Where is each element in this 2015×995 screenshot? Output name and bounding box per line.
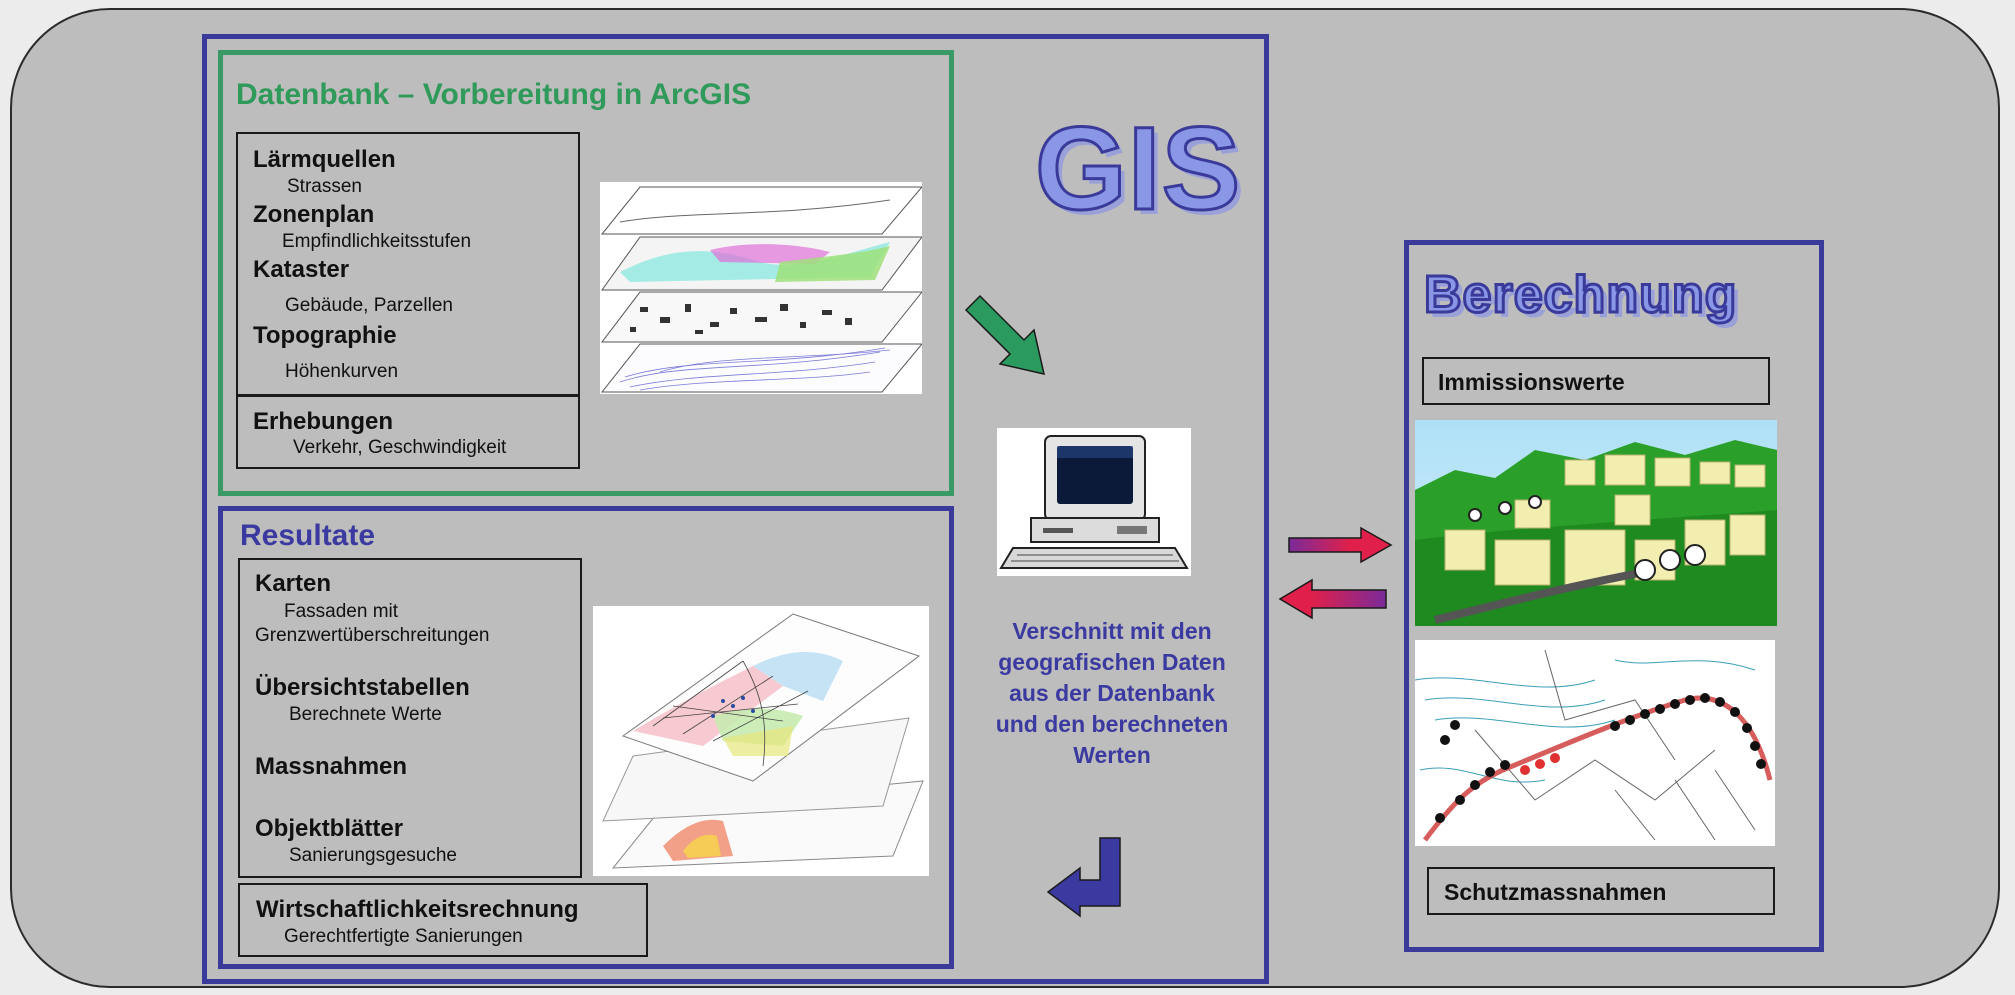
verschnitt-line-5: Werten [1073,742,1151,768]
datenbank-box [218,50,954,496]
layered-map-image [600,182,922,394]
verschnitt-line-3: aus der Datenbank [1009,680,1215,706]
item-uebersicht-sub: Berechnete Werte [289,704,442,725]
gis-box [202,34,1269,984]
item-laermquellen: Lärmquellen [253,146,396,173]
schutzmassnahmen-label: Schutzmassnahmen [1444,879,1667,905]
item-massnahmen: Massnahmen [255,753,408,780]
berechnung-title: Berechnung [1422,265,1738,326]
verschnitt-line-2: geografischen Daten [998,649,1226,675]
verschnitt-line-4: und den berechneten [995,711,1229,737]
item-zonenplan: Zonenplan [253,201,375,228]
immissionswerte-box [1422,357,1770,405]
item-objektblaetter: Objektblätter [255,815,404,842]
item-erhebungen-sub: Verkehr, Geschwindigkeit [293,437,507,458]
street-map-image [1415,640,1775,846]
immissionswerte-label: Immissionswerte [1438,369,1625,395]
verschnitt-text: Verschnitt mit den geografischen Daten a… [962,616,1262,771]
item-karten: Karten [255,570,332,597]
arrow-left-red [1278,578,1387,620]
resultate-title: Resultate [240,519,376,552]
item-karten-sub1: Fassaden mit [284,601,399,622]
verschnitt-line-1: Verschnitt mit den [1012,618,1212,644]
city-3d-image [1415,420,1777,626]
arrow-return-blue [1046,837,1121,918]
item-topographie: Topographie [253,322,397,349]
gis-title: GIS [1033,103,1242,235]
item-erhebungen: Erhebungen [253,408,394,435]
wirtschaft-box [238,883,648,957]
resultate-box [218,506,954,969]
item-wirtschaft: Wirtschaftlichkeitsrechnung [256,896,579,923]
item-laermquellen-sub: Strassen [287,176,362,197]
berechnung-box [1404,240,1824,952]
item-topographie-sub: Höhenkurven [285,361,399,382]
item-kataster-sub: Gebäude, Parzellen [285,295,453,316]
erhebungen-box [236,395,580,469]
item-uebersicht: Übersichtstabellen [255,674,470,701]
item-zonenplan-sub: Empfindlichkeitsstufen [282,231,472,252]
arrow-down-right-green [964,294,1045,375]
item-objektblaetter-sub: Sanierungsgesuche [289,845,457,866]
datenbank-title: Datenbank – Vorbereitung in ArcGIS [236,78,752,111]
schutzmassnahmen-box [1427,867,1775,915]
computer-image [997,428,1191,576]
resultate-list-box [238,558,582,878]
item-kataster: Kataster [253,256,350,283]
result-maps-image [593,606,929,876]
item-wirtschaft-sub: Gerechtfertigte Sanierungen [284,926,523,947]
item-karten-sub2: Grenzwertüberschreitungen [255,625,490,646]
arrow-right-red [1288,526,1393,564]
